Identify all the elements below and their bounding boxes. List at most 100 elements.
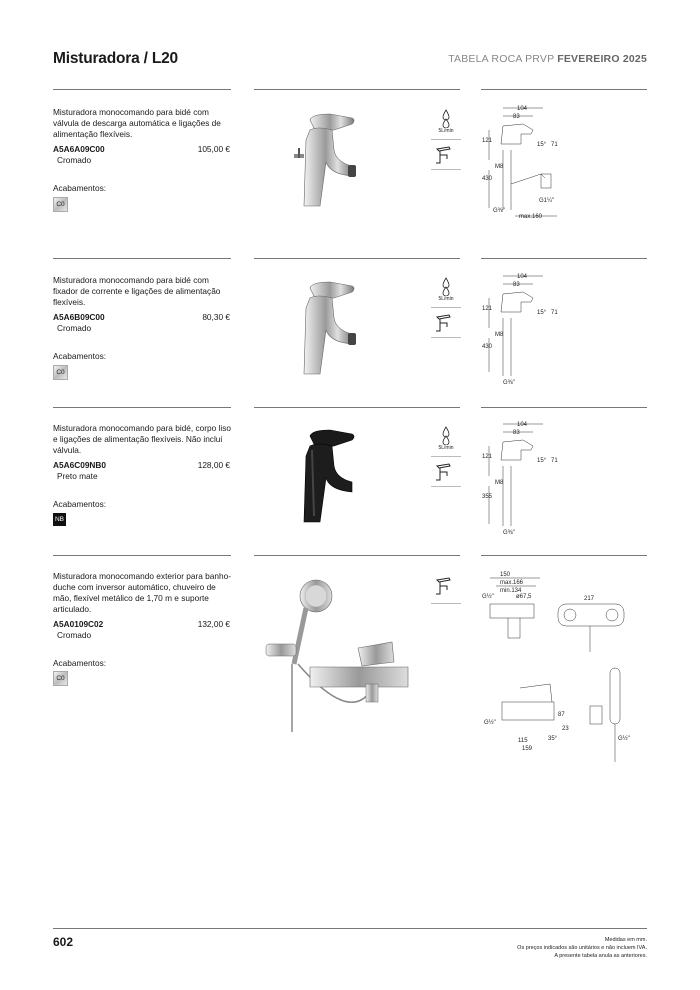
dim-430: 430 bbox=[482, 344, 493, 350]
flow-rate: 5L/min bbox=[438, 296, 454, 302]
product-finish: Cromado bbox=[57, 630, 92, 640]
dim-23: 23 bbox=[562, 726, 569, 732]
faucet-icon bbox=[435, 314, 451, 332]
divider bbox=[481, 555, 647, 556]
dim-inlet: G½" bbox=[482, 593, 494, 600]
dim-115: 115 bbox=[518, 738, 528, 744]
technical-drawing: 104 83 121 15° 71 M8 430 G1¼" G⅜" max.16… bbox=[482, 106, 558, 220]
page-number: 602 bbox=[53, 935, 74, 949]
dim-angle: 15° bbox=[537, 310, 547, 316]
dim-max: max.160 bbox=[519, 214, 543, 220]
footer-notes: Medidas em mm. Os preços indicados são u… bbox=[517, 936, 647, 960]
dim-71: 71 bbox=[551, 458, 558, 464]
dim-150: 150 bbox=[500, 572, 511, 578]
dim-inlet: G⅜" bbox=[503, 380, 515, 386]
water-drop-icon bbox=[442, 277, 450, 296]
dim-angle: 35° bbox=[548, 736, 558, 742]
finish-swatch-chrome: C0 bbox=[53, 671, 68, 686]
dim-m8: M8 bbox=[495, 164, 504, 170]
dim-355: 355 bbox=[482, 494, 493, 500]
product-finish: Cromado bbox=[57, 323, 92, 333]
catalog-date: FEVEREIRO 2025 bbox=[557, 53, 647, 65]
product-description: Misturadora monocomando para bidé com vá… bbox=[53, 107, 221, 139]
divider bbox=[53, 89, 231, 90]
dim-m8: M8 bbox=[495, 332, 504, 338]
water-drop-icon bbox=[442, 109, 450, 128]
divider bbox=[254, 89, 460, 90]
note-measurements: Medidas em mm. bbox=[604, 937, 647, 943]
divider bbox=[481, 407, 647, 408]
dim-max: max.166 bbox=[500, 580, 524, 586]
dim-inlet: G⅜" bbox=[503, 530, 515, 536]
divider bbox=[481, 89, 647, 90]
dim-83: 83 bbox=[513, 430, 520, 436]
dim-71: 71 bbox=[551, 142, 558, 148]
faucet-icon bbox=[435, 577, 451, 595]
dim-104: 104 bbox=[517, 106, 528, 112]
dim-hose: G½" bbox=[618, 735, 630, 742]
divider bbox=[53, 258, 231, 259]
product-description: Misturadora monocomando exterior para ba… bbox=[53, 571, 232, 614]
dim-inlet: G⅜" bbox=[493, 208, 505, 214]
note-prices: Os preços indicados são unitários e não … bbox=[517, 945, 647, 951]
product-price: 132,00 € bbox=[197, 619, 230, 629]
product-code: A5A6B09C00 bbox=[53, 312, 105, 322]
flow-rate-badge: 5L/min bbox=[431, 276, 461, 302]
dim-87: 87 bbox=[558, 712, 565, 718]
product-finish: Cromado bbox=[57, 155, 92, 165]
bath-shower-mixer-image bbox=[265, 579, 409, 732]
finishes-label: Acabamentos: bbox=[53, 499, 107, 509]
flow-rate: 5L/min bbox=[438, 445, 454, 451]
bidet-mixer-image bbox=[303, 281, 356, 375]
dim-inlet: G½" bbox=[484, 719, 496, 726]
dim-angle: 15° bbox=[537, 458, 547, 464]
flow-rate-badge: 5L/min bbox=[431, 108, 461, 134]
product-code: A5A0109C02 bbox=[53, 619, 104, 629]
finish-swatch-black: NB bbox=[53, 513, 66, 526]
dim-121: 121 bbox=[482, 306, 493, 312]
product-price: 105,00 € bbox=[197, 144, 230, 154]
divider bbox=[53, 407, 231, 408]
flow-rate-badge: 5L/min bbox=[431, 425, 461, 451]
dim-217: 217 bbox=[584, 596, 595, 602]
dim-diameter: ø67,5 bbox=[516, 594, 532, 600]
product-finish: Preto mate bbox=[57, 471, 98, 481]
product-price: 80,30 € bbox=[202, 312, 230, 322]
dim-430: 430 bbox=[482, 176, 493, 182]
dim-159: 159 bbox=[522, 746, 533, 752]
finishes-label: Acabamentos: bbox=[53, 183, 107, 193]
bidet-mixer-image bbox=[294, 113, 356, 207]
dim-121: 121 bbox=[482, 454, 493, 460]
divider bbox=[481, 258, 647, 259]
dim-104: 104 bbox=[517, 422, 528, 428]
finishes-label: Acabamentos: bbox=[53, 658, 107, 668]
page-title: Misturadora / L20 bbox=[53, 50, 178, 67]
product-description: Misturadora monocomando para bidé, corpo… bbox=[53, 423, 232, 455]
technical-drawing: 104 83 121 15° 71 M8 430 G⅜" bbox=[482, 274, 558, 386]
bidet-mixer-black-image bbox=[303, 429, 355, 523]
dim-m8: M8 bbox=[495, 480, 504, 486]
dim-83: 83 bbox=[513, 282, 520, 288]
dim-min: min.134 bbox=[500, 588, 522, 594]
catalog-header: TABELA ROCA PRVP FEVEREIRO 2025 bbox=[448, 53, 647, 65]
note-validity: A presente tabela anula as anteriores. bbox=[554, 953, 647, 959]
divider bbox=[53, 555, 231, 556]
dim-angle: 15° bbox=[537, 142, 547, 148]
water-drop-icon bbox=[442, 426, 450, 445]
faucet-icon bbox=[435, 463, 451, 481]
divider bbox=[254, 555, 460, 556]
divider bbox=[254, 258, 460, 259]
technical-drawing: 150 max.166 min.134 G½" ø67,5 217 87 23 … bbox=[482, 572, 630, 762]
finish-swatch-chrome: C0 bbox=[53, 197, 68, 212]
footer-divider bbox=[53, 928, 647, 929]
finish-swatch-chrome: C0 bbox=[53, 365, 68, 380]
catalog-name: TABELA ROCA PRVP bbox=[448, 53, 555, 65]
flow-rate: 5L/min bbox=[438, 128, 454, 134]
divider bbox=[254, 407, 460, 408]
dim-waste: G1¼" bbox=[539, 198, 554, 204]
finishes-label: Acabamentos: bbox=[53, 351, 107, 361]
dim-83: 83 bbox=[513, 114, 520, 120]
product-description: Misturadora monocomando para bidé com fi… bbox=[53, 275, 221, 307]
dim-71: 71 bbox=[551, 310, 558, 316]
product-price: 128,00 € bbox=[197, 460, 230, 470]
